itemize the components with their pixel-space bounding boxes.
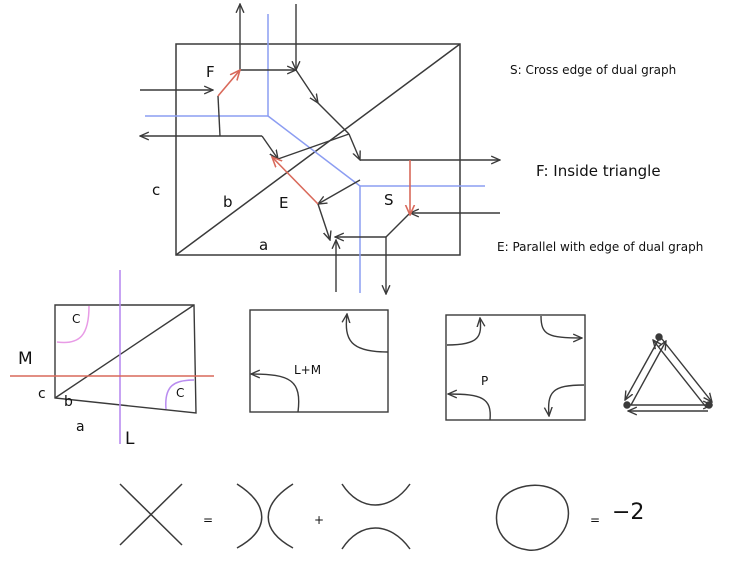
- label-c-main: c: [152, 181, 160, 199]
- panel-1: C C M c b a L: [10, 270, 214, 449]
- triangle-graph: [623, 333, 713, 411]
- edge-E: [272, 157, 319, 205]
- panel-1-label-C-top: C: [72, 312, 80, 326]
- note-E: E: Parallel with edge of dual graph: [497, 240, 703, 254]
- triangle-edge-right-out: [657, 333, 712, 402]
- note-S: S: Cross edge of dual graph: [510, 63, 676, 77]
- panel-1-label-c: c: [38, 386, 46, 402]
- panel-1-curve-bottom: [165, 379, 195, 410]
- equals-sign-1: =: [203, 513, 213, 527]
- panel-3-label: P: [481, 374, 488, 388]
- panel-2-curve-bottom: [251, 374, 300, 413]
- panel-1-label-M: M: [18, 349, 33, 369]
- smoothing-horizontal-bottom: [341, 527, 411, 550]
- arrow-left-vertical: [217, 95, 221, 137]
- triangle-node-right: [705, 401, 713, 409]
- smoothing-vertical-left: [236, 483, 263, 549]
- triangle-node-top: [655, 333, 663, 341]
- label-E: E: [279, 194, 288, 212]
- arrow-diag-down-2: [317, 102, 350, 135]
- triangle-edge-right-in: [653, 340, 707, 408]
- note-F: F: Inside triangle: [536, 162, 661, 180]
- plus-sign: +: [314, 513, 324, 527]
- main-rectangle: [175, 43, 461, 256]
- loop-value: −2: [612, 500, 644, 525]
- triangle-edge-left-in: [630, 341, 666, 406]
- main-figure: F E S c b a: [140, 4, 500, 294]
- arrow-diag-to-mid: [277, 133, 350, 160]
- smoothing-vertical-right: [267, 483, 294, 549]
- panel-2-rect: [249, 309, 389, 413]
- arrow-mid-diag: [261, 135, 278, 159]
- label-b-main: b: [223, 193, 233, 211]
- main-diagonal: [175, 43, 461, 256]
- highlighted-edges: [217, 70, 410, 215]
- panel-1-diagonal: [54, 304, 195, 399]
- arrow-right-down-link: [385, 212, 411, 238]
- panel-1-label-a: a: [76, 419, 85, 435]
- transition-curve: [140, 4, 500, 294]
- panel-1-label-L: L: [125, 429, 135, 449]
- panel-1-curve-top: [56, 305, 90, 344]
- skein-relation: [119, 483, 570, 551]
- panel-3-curve-br: [549, 384, 585, 416]
- panel-2: L+M: [249, 309, 389, 413]
- panel-1-label-b: b: [64, 394, 73, 410]
- loop-circle: [495, 484, 570, 551]
- label-F: F: [206, 63, 215, 81]
- label-a-main: a: [259, 236, 268, 254]
- arrow-diag-down-1: [295, 69, 318, 103]
- triangle-node-left: [623, 401, 631, 409]
- panel-1-label-C-bottom: C: [176, 386, 184, 400]
- label-S: S: [384, 191, 394, 209]
- arrow-diag-down-3: [348, 133, 360, 160]
- panel-3-rect: [445, 314, 586, 421]
- panel-3-curve-tl: [446, 318, 481, 346]
- edge-F: [217, 70, 240, 97]
- arrow-lower-diag-2: [317, 203, 330, 240]
- panel-3-curve-tr: [540, 315, 582, 338]
- panel-1-quad: [54, 304, 197, 414]
- dual-graph: [145, 14, 485, 293]
- smoothing-horizontal-top: [341, 483, 411, 506]
- equals-sign-2: =: [590, 513, 600, 527]
- panel-3: P: [445, 314, 586, 421]
- panel-2-label: L+M: [294, 363, 321, 377]
- panel-3-curve-bl: [448, 394, 491, 421]
- panel-2-curve-top: [346, 314, 389, 353]
- triangle-edge-left-out: [625, 336, 661, 400]
- crossing-line-2: [119, 483, 183, 546]
- arrow-lower-diag: [318, 179, 361, 204]
